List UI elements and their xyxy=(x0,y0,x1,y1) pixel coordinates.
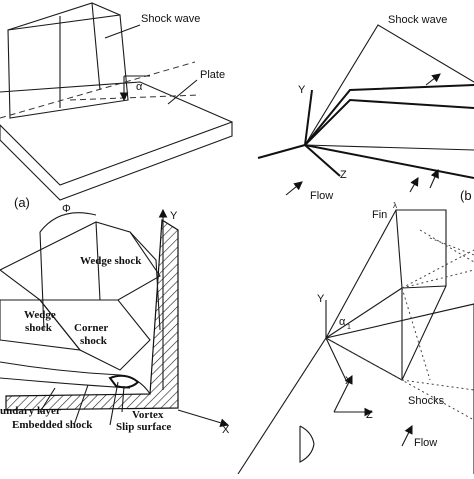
phi-leader xyxy=(39,231,45,331)
corner-shock-line1: Corner xyxy=(74,322,108,334)
axis-z-b xyxy=(304,144,341,177)
inflow-profile xyxy=(299,425,315,463)
shock-wave-label-b: Shock wave xyxy=(388,14,447,26)
fin-body xyxy=(325,209,447,381)
x-label-c: X xyxy=(222,424,230,436)
shock-surface xyxy=(304,24,474,146)
panel-a: Shock wave α Plate (a) xyxy=(0,2,233,210)
fin-surface xyxy=(304,98,474,146)
alpha-sub-label: 1 xyxy=(347,324,351,331)
phi-arc xyxy=(39,212,97,233)
embedded-leader xyxy=(73,384,89,426)
fin-ridge xyxy=(395,209,403,289)
shock-leader-a xyxy=(104,24,141,39)
centerline-1 xyxy=(0,61,196,119)
caption-b: (b xyxy=(460,188,472,203)
corner-shock xyxy=(38,299,151,371)
alpha-label-a: α xyxy=(136,81,143,93)
z-label-b: Z xyxy=(340,169,347,181)
slip-surface-label: Slip surface xyxy=(116,421,171,433)
flow-arrow-b xyxy=(285,181,303,196)
vortex-leader xyxy=(121,385,125,413)
panel-b: Shock wave Y Z Flow (b Fin λ xyxy=(257,14,474,221)
fin-step xyxy=(401,285,447,289)
embedded-layer xyxy=(0,361,151,395)
axis-x-d-guide xyxy=(325,337,347,381)
slip-leader xyxy=(109,381,119,426)
shock-arrow-b xyxy=(425,73,441,86)
caption-a: (a) xyxy=(14,195,30,210)
shocks-label: Shocks xyxy=(408,395,445,407)
embedded-shock-label: Embedded shock xyxy=(12,419,93,431)
wedge-top xyxy=(7,2,121,31)
wedge-shock-left-line1: Wedge xyxy=(24,309,56,321)
vortex-core xyxy=(108,374,140,389)
lambda-arrow-2 xyxy=(429,168,439,189)
boundary-leader xyxy=(39,387,56,413)
shock-fan xyxy=(325,249,474,421)
panel-c: Y X Φ Wedge shock Wedge shock Corner sho… xyxy=(0,203,230,436)
plate-top xyxy=(0,81,233,123)
flow-label-d: Flow xyxy=(414,437,437,449)
axis-x-d xyxy=(333,375,353,413)
plate-label: Plate xyxy=(200,69,225,81)
phi-label: Φ xyxy=(62,203,71,215)
wedge-shock-top-label: Wedge shock xyxy=(80,255,142,267)
alpha-label-d: α xyxy=(339,316,346,328)
shock-wave-label-a: Shock wave xyxy=(141,13,200,25)
y-label-c: Y xyxy=(170,210,178,222)
lambda-label: λ xyxy=(393,201,397,210)
axis-x-c xyxy=(177,409,230,428)
fin-diag xyxy=(325,287,403,339)
flow-label-b: Flow xyxy=(310,190,333,202)
boundary-layer-label: undary layer xyxy=(0,405,61,417)
fin-front xyxy=(304,144,474,151)
wedge-shock-fold xyxy=(95,221,161,331)
fin-base xyxy=(304,144,474,179)
lambda-arrow-1 xyxy=(409,177,419,193)
panel-d: Y α 1 X Z Shocks Flow xyxy=(237,209,474,475)
shock-front xyxy=(304,84,474,146)
fin-label: Fin xyxy=(372,209,387,221)
plate-outline xyxy=(0,121,233,201)
axis-x-b xyxy=(257,144,306,159)
plate-d xyxy=(237,303,474,475)
flow-arrow-d xyxy=(401,425,413,447)
x-label-d: X xyxy=(345,375,353,387)
corner-shock-line2: shock xyxy=(80,335,108,347)
wedge-front xyxy=(7,14,129,119)
y-label-b: Y xyxy=(298,84,306,96)
shock-ray-top xyxy=(419,229,474,263)
axis-y-b xyxy=(304,89,313,146)
wedge-ridge xyxy=(91,2,101,91)
plate-leader xyxy=(167,79,198,105)
z-label-d: Z xyxy=(366,409,373,421)
vortex-label: Vortex xyxy=(132,409,164,421)
centerline-2 xyxy=(69,94,201,101)
wedge-shock-left-line2: shock xyxy=(25,322,53,334)
y-label-d: Y xyxy=(317,293,325,305)
